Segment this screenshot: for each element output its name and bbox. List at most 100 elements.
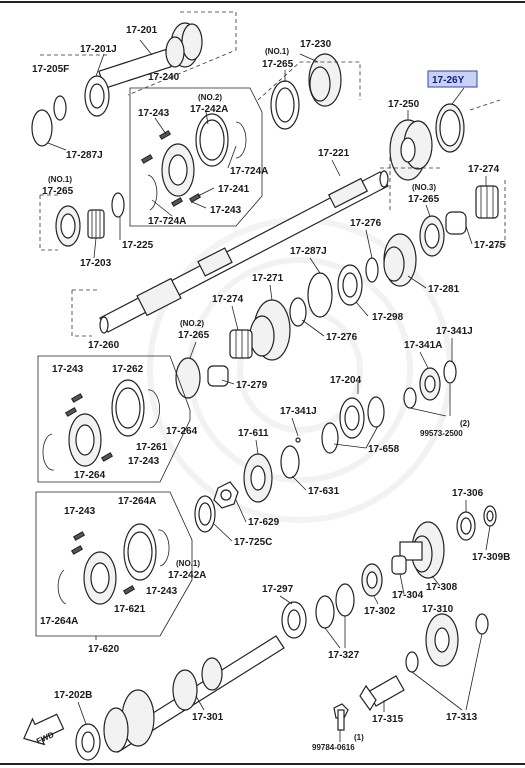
label-99784-0616[interactable]: 99784-0616 <box>312 743 355 752</box>
washer-17-313-b <box>475 613 489 635</box>
label-17-264-left[interactable]: 17-264 <box>74 470 106 481</box>
label-17-620[interactable]: 17-620 <box>88 644 120 655</box>
label-17-265-top[interactable]: 17-265 <box>262 59 294 70</box>
label-17-724A-right[interactable]: 17-724A <box>230 166 268 177</box>
label-17-275[interactable]: 17-275 <box>474 240 506 251</box>
shim-17-658-a <box>321 422 339 454</box>
label-17-26Y[interactable]: 17-26Y <box>432 75 465 86</box>
washer-17-313-a <box>405 651 419 673</box>
label-17-298[interactable]: 17-298 <box>372 312 404 323</box>
label-17-265-no3[interactable]: 17-265 <box>408 194 440 205</box>
label-17-202B[interactable]: 17-202B <box>54 690 92 701</box>
label-17-287J-top[interactable]: 17-287J <box>66 150 103 161</box>
label-17-205F[interactable]: 17-205F <box>32 64 69 75</box>
label-99573-2500[interactable]: 99573-2500 <box>420 429 463 438</box>
label-17-240[interactable]: 17-240 <box>148 72 180 83</box>
label-17-327[interactable]: 17-327 <box>328 650 360 661</box>
hub-sleeve-17-240 <box>140 113 247 211</box>
label-99784-qty: (1) <box>354 733 364 742</box>
label-17-302[interactable]: 17-302 <box>364 606 396 617</box>
label-17-629[interactable]: 17-629 <box>248 517 280 528</box>
label-17-242A-top[interactable]: 17-242A <box>190 104 228 115</box>
hub-sleeve-17-620 <box>57 523 170 605</box>
label-17-242A-bot[interactable]: 17-242A <box>168 570 206 581</box>
label-17-225[interactable]: 17-225 <box>122 240 154 251</box>
synchro-ring-17-265-no3 <box>419 215 445 257</box>
spacer-17-304 <box>391 555 407 575</box>
sleeve-17-279 <box>207 365 229 387</box>
label-17-204[interactable]: 17-204 <box>330 375 362 386</box>
label-17-725C[interactable]: 17-725C <box>234 537 272 548</box>
label-17-276-mid[interactable]: 17-276 <box>326 332 358 343</box>
washer-17-341J <box>443 360 457 384</box>
ring-17-631 <box>280 445 300 479</box>
label-17-201J[interactable]: 17-201J <box>80 44 117 55</box>
label-17-341J-top[interactable]: 17-341J <box>436 326 473 337</box>
washer-17-276-mid <box>289 297 307 327</box>
label-17-243-f[interactable]: 17-243 <box>146 586 178 597</box>
synchro-ring-17-265-top <box>270 80 300 130</box>
label-17-265-no2-tag: (NO.2) <box>180 319 204 328</box>
label-17-243-d[interactable]: 17-243 <box>128 456 160 467</box>
label-17-341A[interactable]: 17-341A <box>404 340 442 351</box>
sleeve-17-275 <box>445 211 467 235</box>
label-17-297[interactable]: 17-297 <box>262 584 294 595</box>
label-17-306[interactable]: 17-306 <box>452 488 484 499</box>
label-17-230[interactable]: 17-230 <box>300 39 332 50</box>
label-17-264A-left[interactable]: 17-264A <box>40 616 78 627</box>
label-17-724A-left[interactable]: 17-724A <box>148 216 186 227</box>
label-17-242A-no1-tag: (NO.1) <box>176 559 200 568</box>
part-labels: 17-201 17-201J 17-205F 17-287J 17-240 (N… <box>32 25 510 752</box>
label-17-203[interactable]: 17-203 <box>80 258 112 269</box>
label-17-304[interactable]: 17-304 <box>392 590 424 601</box>
label-17-260[interactable]: 17-260 <box>88 340 120 351</box>
label-17-264-right[interactable]: 17-264 <box>166 426 198 437</box>
label-17-279[interactable]: 17-279 <box>236 380 268 391</box>
label-17-341J-mid[interactable]: 17-341J <box>280 406 317 417</box>
ball-17-341J <box>295 437 301 443</box>
fwd-arrow-icon <box>23 713 65 746</box>
label-17-287J-mid[interactable]: 17-287J <box>290 246 327 257</box>
bolt-99784-0616 <box>333 703 349 731</box>
label-17-658[interactable]: 17-658 <box>368 444 400 455</box>
label-17-271[interactable]: 17-271 <box>252 273 284 284</box>
gear-17-271 <box>249 299 291 361</box>
label-17-201[interactable]: 17-201 <box>126 25 158 36</box>
label-17-310[interactable]: 17-310 <box>422 604 454 615</box>
label-17-243-b[interactable]: 17-243 <box>210 205 242 216</box>
shim-17-658-b <box>367 396 385 428</box>
label-17-265-no2[interactable]: 17-265 <box>178 330 210 341</box>
washer-17-309B <box>483 505 497 527</box>
label-17-265-left[interactable]: 17-265 <box>42 186 74 197</box>
input-bearing <box>84 75 110 117</box>
label-17-250[interactable]: 17-250 <box>388 99 420 110</box>
label-17-301[interactable]: 17-301 <box>192 712 224 723</box>
label-17-611[interactable]: 17-611 <box>238 428 269 439</box>
label-17-631[interactable]: 17-631 <box>308 486 340 497</box>
label-17-241[interactable]: 17-241 <box>218 184 250 195</box>
synchro-ring-17-265-no2 <box>175 357 201 399</box>
label-17-276-top[interactable]: 17-276 <box>350 218 382 229</box>
label-17-313[interactable]: 17-313 <box>446 712 478 723</box>
label-17-309B[interactable]: 17-309B <box>472 552 510 563</box>
washer-17-276-top <box>365 257 379 283</box>
needle-bearing-17-274-top <box>475 185 499 219</box>
label-17-261[interactable]: 17-261 <box>136 442 168 453</box>
label-17-274-top[interactable]: 17-274 <box>468 164 500 175</box>
label-17-221[interactable]: 17-221 <box>318 148 350 159</box>
label-17-262[interactable]: 17-262 <box>112 364 144 375</box>
label-17-308[interactable]: 17-308 <box>426 582 458 593</box>
label-17-621[interactable]: 17-621 <box>114 604 146 615</box>
ring-17-26Y <box>435 103 465 153</box>
nut-17-629 <box>213 481 239 509</box>
label-17-243-e[interactable]: 17-243 <box>64 506 96 517</box>
label-17-274-mid[interactable]: 17-274 <box>212 294 244 305</box>
needle-bearing-17-203 <box>87 209 105 239</box>
washer-17-225 <box>111 192 125 218</box>
label-17-264A[interactable]: 17-264A <box>118 496 156 507</box>
label-17-315[interactable]: 17-315 <box>372 714 404 725</box>
needle-bearing-17-274-mid <box>229 329 253 359</box>
label-17-281[interactable]: 17-281 <box>428 284 460 295</box>
label-17-243-a[interactable]: 17-243 <box>138 108 170 119</box>
label-17-243-c[interactable]: 17-243 <box>52 364 84 375</box>
